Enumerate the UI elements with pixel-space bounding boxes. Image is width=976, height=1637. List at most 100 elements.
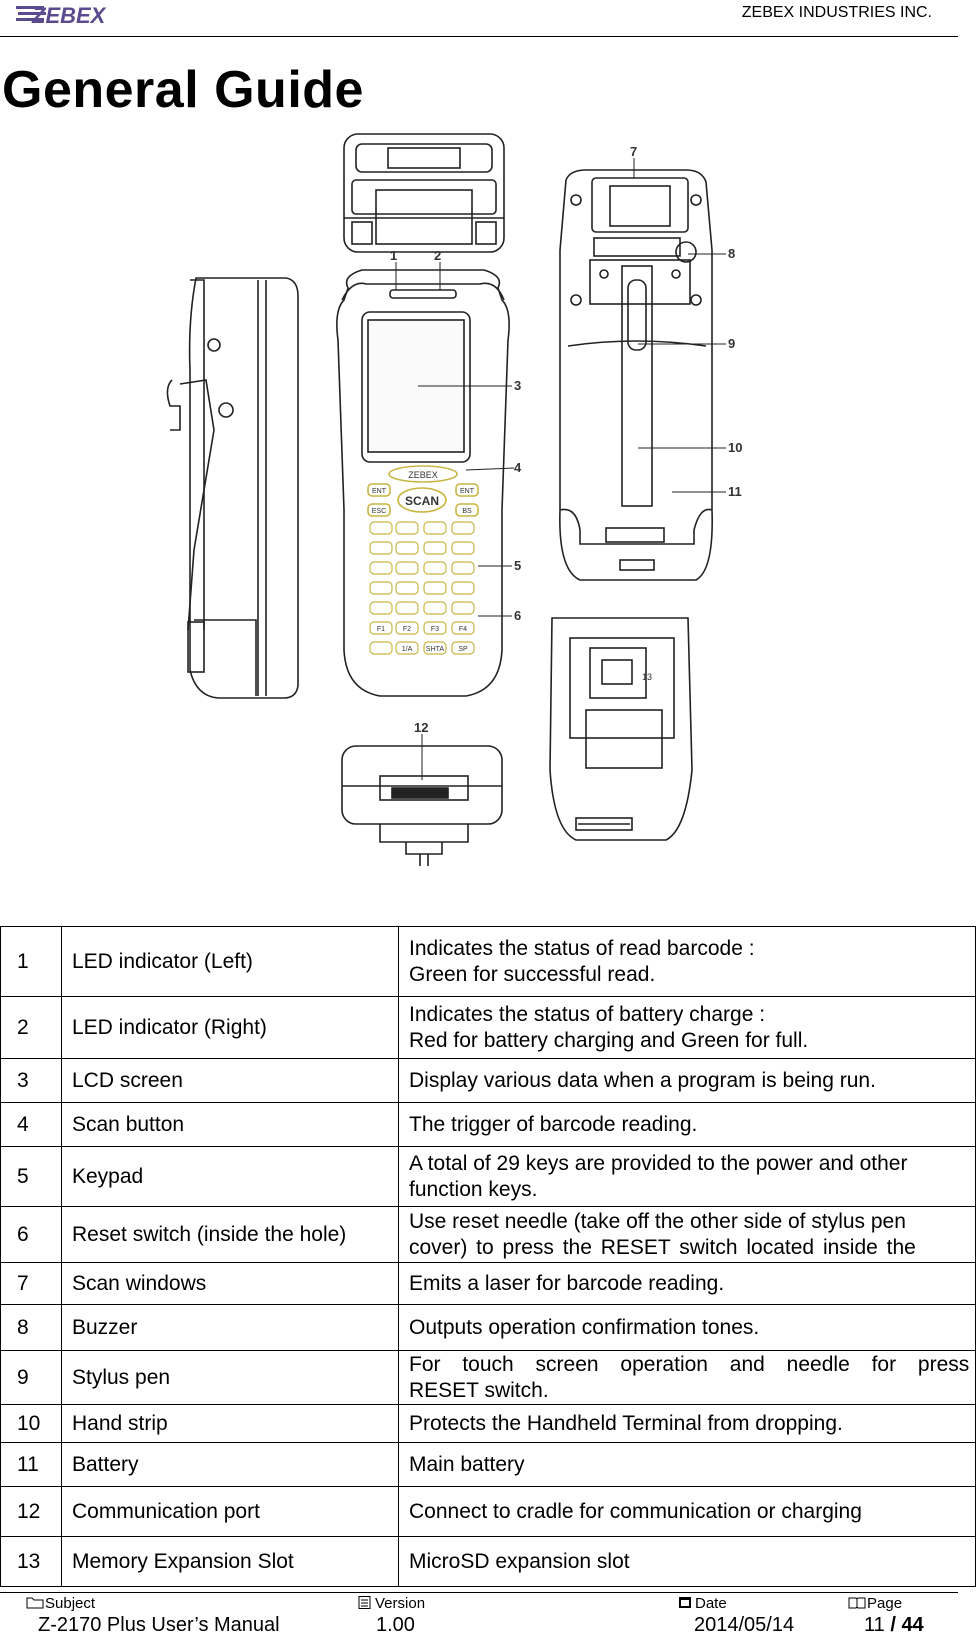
table-row: 3 LCD screen Display various data when a… (0, 1058, 976, 1103)
table-row: 4 Scan button The trigger of barcode rea… (0, 1102, 976, 1147)
svg-text:SHTA: SHTA (426, 646, 444, 653)
svg-text:ZEBEX: ZEBEX (408, 470, 438, 480)
page-separator: / (884, 1614, 902, 1636)
table-row: 11 Battery Main battery (0, 1442, 976, 1487)
svg-text:SP: SP (458, 646, 468, 653)
part-description: Use reset needle (take off the other sid… (398, 1206, 976, 1263)
part-description: Emits a laser for barcode reading. (398, 1262, 976, 1305)
table-row: 1 LED indicator (Left) Indicates the sta… (0, 926, 976, 997)
callout-4: 4 (514, 460, 522, 475)
part-name: Scan windows (61, 1262, 399, 1305)
footer-page-label: Page (848, 1595, 902, 1612)
front-view: ZEBEX SCAN ENT ENT ESC BS F1 F2 F3 F4 1/… (336, 269, 510, 697)
callout-3: 3 (514, 378, 521, 393)
document-icon (358, 1596, 371, 1609)
callout-numbers: 1 2 3 4 5 6 7 8 9 10 11 12 13 (390, 144, 742, 735)
parts-table: 1 LED indicator (Left) Indicates the sta… (0, 926, 976, 1587)
part-name: Memory Expansion Slot (61, 1536, 399, 1587)
part-number: 12 (0, 1486, 62, 1537)
footer-page-value: 11 / 44 (864, 1614, 924, 1637)
svg-text:F3: F3 (431, 626, 439, 633)
part-description: Main battery (398, 1442, 976, 1487)
part-description: A total of 29 keys are provided to the p… (398, 1146, 976, 1207)
back-view (559, 169, 713, 581)
callout-11: 11 (728, 484, 742, 499)
page-header: ZEBEX ZEBEX INDUSTRIES INC. (0, 0, 958, 37)
svg-text:BS: BS (462, 508, 472, 515)
callout-6: 6 (514, 608, 521, 623)
part-description: Protects the Handheld Terminal from drop… (398, 1404, 976, 1443)
part-number: 8 (0, 1304, 62, 1351)
part-name: Stylus pen (61, 1350, 399, 1405)
callout-9: 9 (728, 336, 735, 351)
table-row: 5 Keypad A total of 29 keys are provided… (0, 1146, 976, 1207)
part-description: Indicates the status of read barcode :Gr… (398, 926, 976, 997)
part-description: The trigger of barcode reading. (398, 1102, 976, 1147)
page-current: 11 (864, 1614, 885, 1636)
battery-compartment-view (549, 617, 693, 841)
part-number: 3 (0, 1058, 62, 1103)
part-name: Reset switch (inside the hole) (61, 1206, 399, 1263)
svg-text:ZEBEX: ZEBEX (31, 3, 107, 28)
footer-date-value: 2014/05/14 (694, 1614, 795, 1636)
part-name: Hand strip (61, 1404, 399, 1443)
part-name: Battery (61, 1442, 399, 1487)
footer-version-value: 1.00 (376, 1614, 415, 1636)
part-name: LED indicator (Right) (61, 996, 399, 1059)
svg-text:F4: F4 (459, 626, 467, 633)
callout-13: 13 (642, 672, 652, 682)
callout-5: 5 (514, 558, 521, 573)
part-number: 10 (0, 1404, 62, 1443)
part-number: 5 (0, 1146, 62, 1207)
part-number: 4 (0, 1102, 62, 1147)
part-description: Outputs operation confirmation tones. (398, 1304, 976, 1351)
table-row: 2 LED indicator (Right) Indicates the st… (0, 996, 976, 1059)
callout-1: 1 (390, 248, 397, 263)
zebex-logo: ZEBEX (16, 3, 107, 28)
footer-subject-label: Subject (26, 1595, 95, 1612)
svg-text:ENT: ENT (372, 488, 387, 495)
part-name: Keypad (61, 1146, 399, 1207)
callout-7: 7 (630, 144, 637, 159)
device-diagram: ZEBEX SCAN ENT ENT ESC BS F1 F2 F3 F4 1/… (166, 133, 742, 866)
book-icon (848, 1597, 866, 1609)
part-description: MicroSD expansion slot (398, 1536, 976, 1587)
table-row: 6 Reset switch (inside the hole) Use res… (0, 1206, 976, 1263)
svg-text:ESC: ESC (372, 508, 386, 515)
calendar-icon (679, 1597, 691, 1608)
side-view (166, 277, 299, 699)
footer-subject-value: Z-2170 Plus User’s Manual (38, 1614, 280, 1636)
svg-text:F1: F1 (377, 626, 385, 633)
part-name: Buzzer (61, 1304, 399, 1351)
part-name: LCD screen (61, 1058, 399, 1103)
page-title: General Guide (2, 61, 364, 119)
part-number: 6 (0, 1206, 62, 1263)
table-row: 8 Buzzer Outputs operation confirmation … (0, 1304, 976, 1351)
table-row: 9 Stylus pen For touch screen operation … (0, 1350, 976, 1405)
table-row: 13 Memory Expansion Slot MicroSD expansi… (0, 1536, 976, 1587)
company-name: ZEBEX INDUSTRIES INC. (741, 4, 932, 21)
part-name: LED indicator (Left) (61, 926, 399, 997)
page-footer: Subject Z-2170 Plus User’s Manual Versio… (0, 1592, 958, 1636)
svg-text:1/A: 1/A (402, 646, 413, 653)
part-name: Scan button (61, 1102, 399, 1147)
top-view (343, 133, 505, 253)
part-number: 1 (0, 926, 62, 997)
part-description: Connect to cradle for communication or c… (398, 1486, 976, 1537)
page-total: 44 (901, 1614, 924, 1636)
part-number: 13 (0, 1536, 62, 1587)
table-row: 12 Communication port Connect to cradle … (0, 1486, 976, 1537)
callout-2: 2 (434, 248, 441, 263)
callout-12: 12 (414, 720, 428, 735)
callout-8: 8 (728, 246, 735, 261)
part-number: 9 (0, 1350, 62, 1405)
part-name: Communication port (61, 1486, 399, 1537)
svg-text:F2: F2 (403, 626, 411, 633)
footer-version-label: Version (356, 1595, 425, 1612)
part-description: Display various data when a program is b… (398, 1058, 976, 1103)
part-number: 7 (0, 1262, 62, 1305)
part-description: For touch screen operation and needle fo… (398, 1350, 976, 1405)
table-row: 10 Hand strip Protects the Handheld Term… (0, 1404, 976, 1443)
folder-icon (26, 1597, 44, 1609)
footer-date-label: Date (676, 1595, 727, 1612)
